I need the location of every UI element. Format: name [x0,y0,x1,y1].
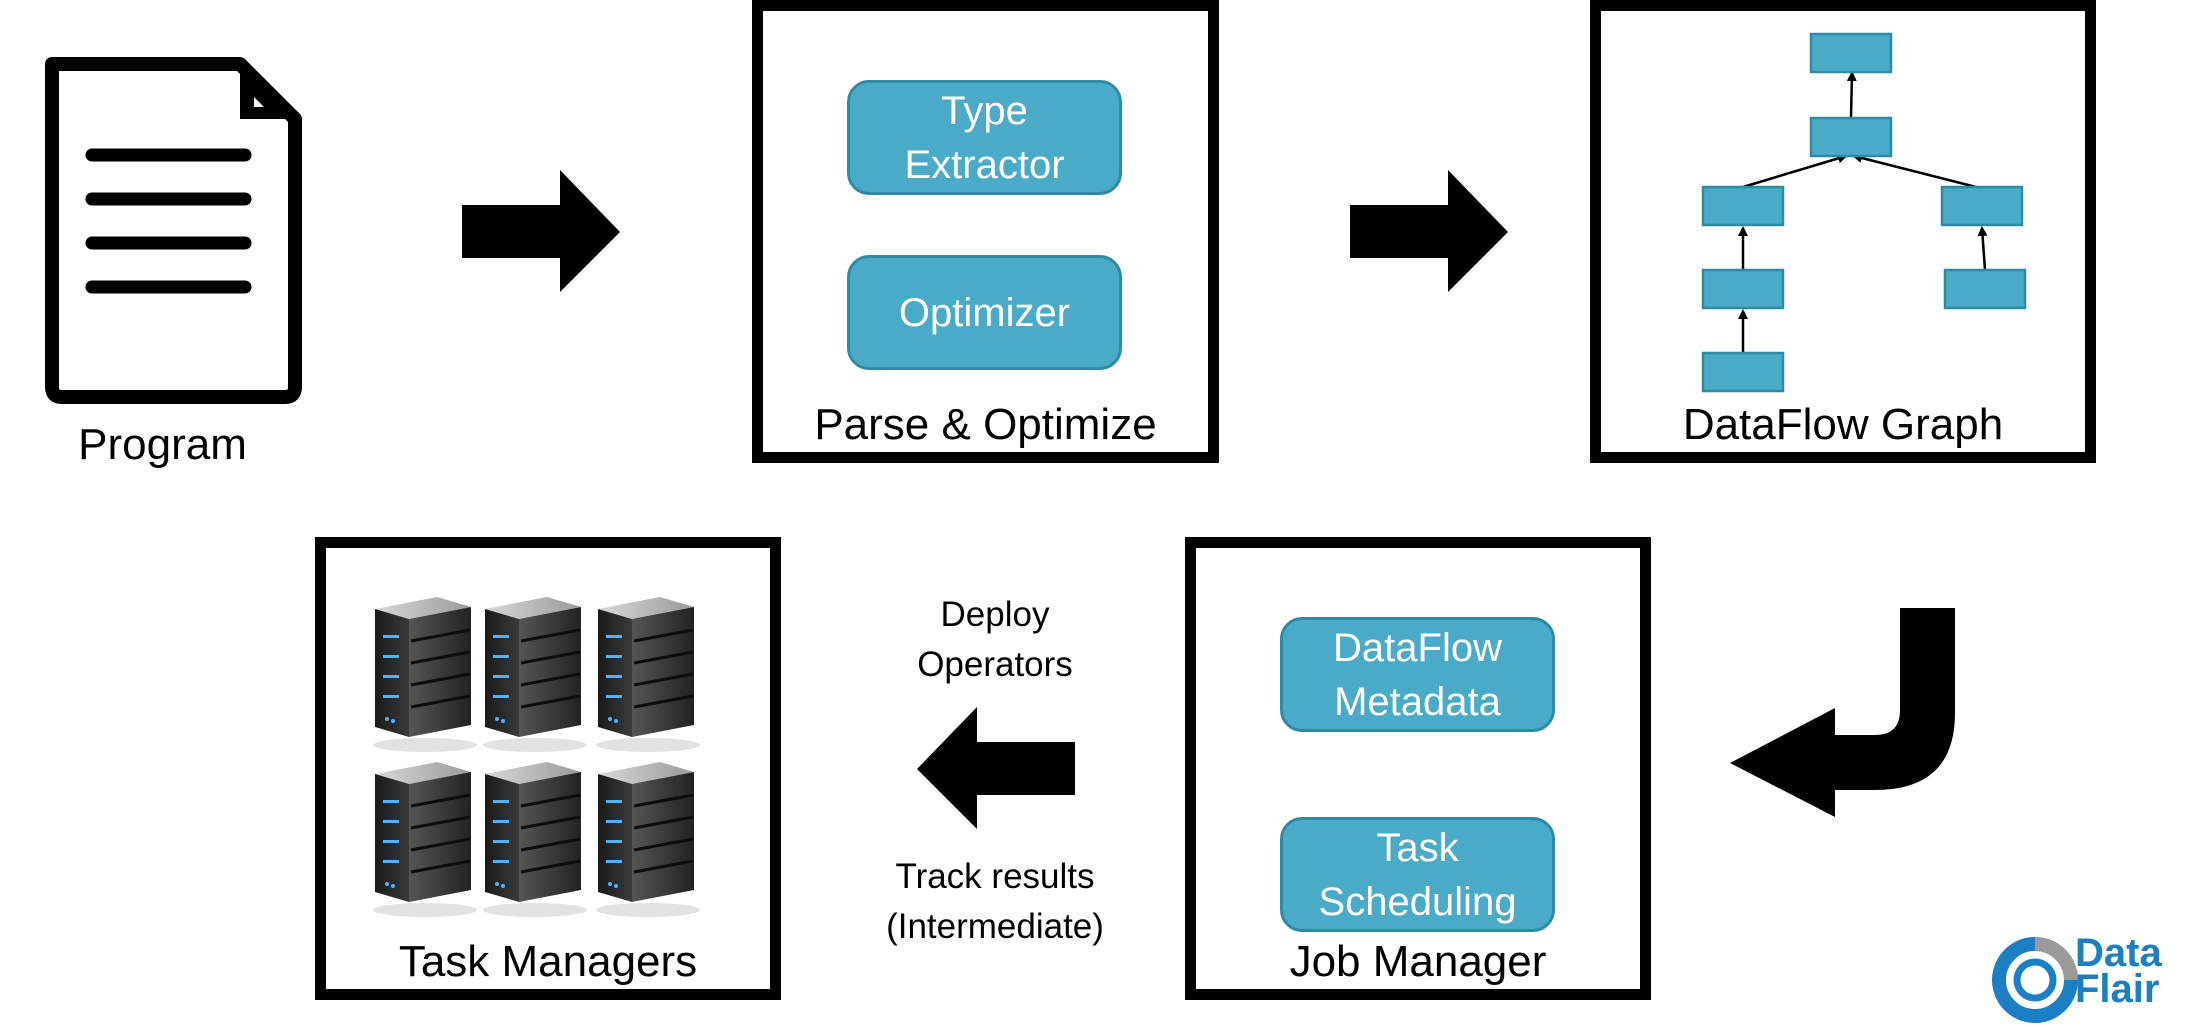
dataflair-logo-icon [1992,937,2078,1023]
graph-edge [1977,226,1988,271]
server-icon [481,595,589,754]
arrow-left-icon [917,707,1075,829]
server-cluster [371,595,702,919]
graph-edge [1846,71,1857,119]
track-results-label: Track results (Intermediate) [886,857,1104,946]
graph-edge [1852,153,1981,190]
server-icon [594,595,702,754]
graph-node [1701,185,1785,227]
optimizer-box: Optimizer [847,255,1122,370]
graph-edge [1742,153,1848,189]
deploy-operators-label: Deploy Operators [917,595,1073,684]
graph-node [1701,268,1785,310]
server-icon [594,760,702,919]
type-extractor-box: Type Extractor [847,80,1122,195]
parse-optimize-label: Parse & Optimize [814,400,1157,449]
job-manager-label: Job Manager [1289,937,1547,986]
graph-node [1701,351,1785,393]
server-icon [481,760,589,919]
task-managers-label: Task Managers [398,937,698,986]
dataflair-logo-text: Data Flair [2075,931,2162,1011]
dataflow-graph-label: DataFlow Graph [1682,400,2004,449]
parse-optimize-panel [752,0,1219,463]
server-icon [371,760,479,919]
dataflow-graph-diagram [1701,32,2027,393]
curved-arrow-icon [1730,608,1955,817]
document-icon [45,57,302,404]
arrow-right-icon [462,170,620,292]
graph-node [1809,32,1893,74]
graph-node [1809,116,1893,158]
server-icon [371,595,479,754]
dataflow-metadata-box: DataFlow Metadata [1280,617,1555,732]
task-scheduling-box: Task Scheduling [1280,817,1555,932]
graph-node [1940,185,2024,227]
dataflow-graph-panel [1590,0,2096,463]
graph-node [1943,268,2027,310]
arrow-right-icon [1350,170,1508,292]
program-label: Program [78,420,247,469]
